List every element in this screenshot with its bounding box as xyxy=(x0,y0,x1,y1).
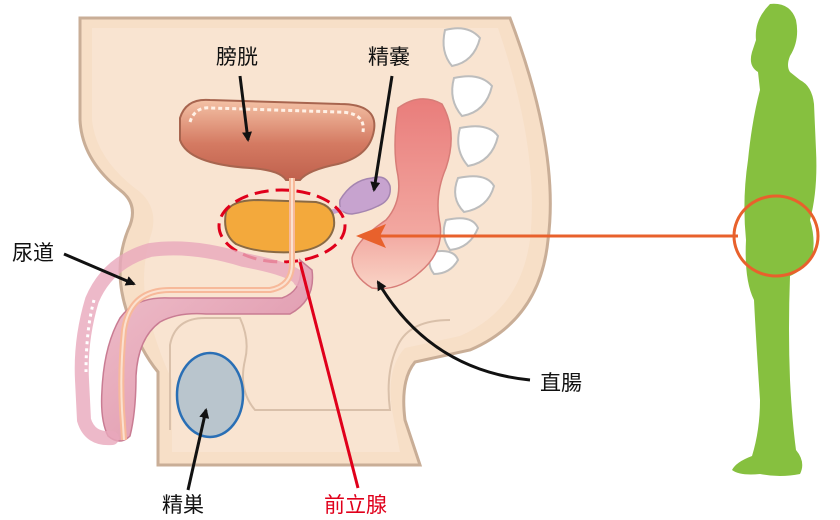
bladder-arrow xyxy=(238,75,252,142)
label-testis: 精巣 xyxy=(162,493,204,517)
label-arrows xyxy=(63,75,531,491)
label-rectum: 直腸 xyxy=(540,371,582,395)
human-silhouette xyxy=(732,3,817,477)
prostate-leader xyxy=(298,261,360,489)
testis-arrow xyxy=(186,408,210,491)
label-prostate: 前立腺 xyxy=(324,493,387,517)
urethra-arrow xyxy=(63,252,136,286)
pointer-arrowhead xyxy=(356,224,386,248)
seminal-vesicle-arrow xyxy=(370,75,394,192)
rectum-arrow xyxy=(376,280,531,382)
prostate-shape xyxy=(224,198,336,254)
bladder-shape xyxy=(179,98,376,181)
label-seminal-vesicle: 精嚢 xyxy=(368,45,410,69)
label-bladder: 膀胱 xyxy=(216,45,258,69)
prostate-highlight-ring xyxy=(217,188,347,264)
penis-shape xyxy=(100,258,314,442)
silhouette-pelvis-ring xyxy=(732,194,820,278)
spine xyxy=(428,27,500,276)
label-urethra: 尿道 xyxy=(12,241,54,265)
testis-shape xyxy=(175,351,245,439)
